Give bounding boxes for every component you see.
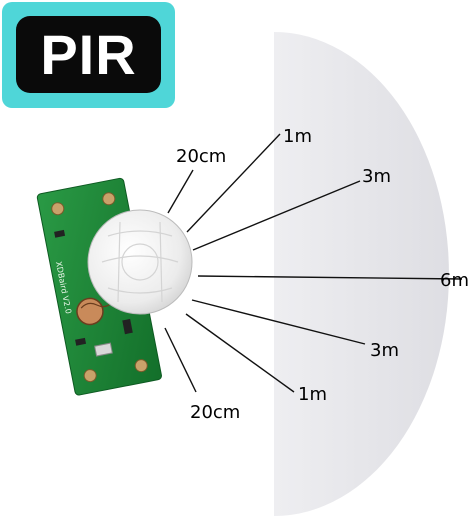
label-20cm-bottom: 20cm	[190, 402, 241, 423]
label-3m-top: 3m	[362, 166, 391, 187]
mount-hole	[51, 202, 65, 216]
mount-hole	[134, 359, 148, 373]
mount-hole	[83, 369, 97, 383]
line-1m-bottom	[185, 313, 295, 393]
label-1m-top: 1m	[283, 126, 312, 147]
line-3m-bottom	[191, 299, 366, 345]
label-3m-bottom: 3m	[370, 340, 399, 361]
pir-badge: PIR	[2, 2, 175, 108]
pir-badge-label: PIR	[40, 23, 137, 86]
pir-lens	[87, 209, 193, 315]
label-1m-bottom: 1m	[298, 384, 327, 405]
smd-component	[54, 229, 66, 238]
label-20cm-top: 20cm	[176, 146, 227, 167]
line-6m	[197, 275, 463, 280]
line-near-top	[167, 169, 194, 214]
smd-component	[122, 318, 133, 335]
line-3m-top	[192, 180, 361, 251]
smd-component	[94, 342, 113, 357]
detection-zone	[274, 32, 449, 516]
smd-component	[75, 337, 87, 346]
line-1m-top	[186, 133, 281, 233]
range-lines	[164, 133, 463, 393]
pir-badge-inner: PIR	[16, 16, 161, 93]
line-near-bottom	[164, 327, 197, 393]
label-6m: 6m	[440, 270, 469, 291]
mount-hole	[102, 192, 116, 206]
